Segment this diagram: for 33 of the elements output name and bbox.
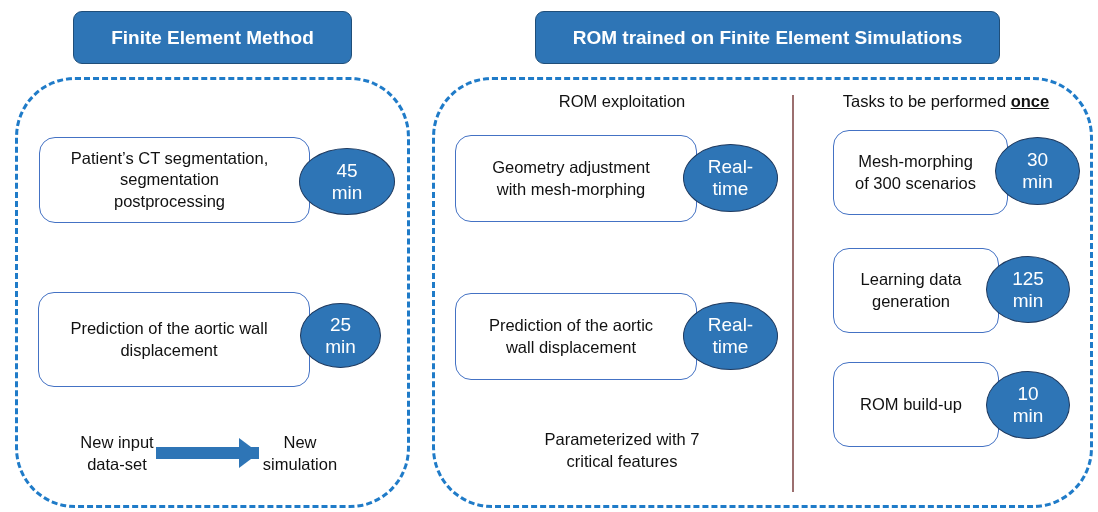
- dashed-panel: [15, 77, 410, 508]
- step-text: Prediction of the aortic wall displacement: [487, 315, 655, 358]
- step-text: Mesh-morphing of 300 scenarios: [853, 151, 978, 194]
- duration-text: 25 min: [324, 313, 357, 358]
- duration-text: Real-time: [706, 314, 755, 358]
- process-box: [833, 248, 999, 333]
- process-box: [455, 293, 697, 380]
- header-text: ROM trained on Finite Element Simulations: [572, 26, 963, 49]
- header-box: [535, 11, 1000, 64]
- column-heading: Tasks to be performed once: [841, 91, 1051, 112]
- block-arrow: [156, 438, 259, 468]
- process-box: [455, 135, 697, 222]
- step-text: Geometry adjustment with mesh-morphing: [491, 157, 651, 200]
- duration-text: Real-time: [706, 156, 755, 200]
- dashed-panel: [432, 77, 1093, 508]
- step-text: New input data-set: [79, 431, 155, 475]
- note-text: Parameterized with 7 critical features: [543, 429, 701, 473]
- header-text: Finite Element Method: [111, 26, 314, 49]
- step-text: Learning data generation: [859, 269, 963, 312]
- process-box: [833, 362, 999, 447]
- step-text: Patient’s CT segmentation, segmentation postprocessing: [69, 147, 270, 212]
- column-heading: ROM exploitation: [557, 91, 687, 112]
- step-text: ROM build-up: [860, 393, 962, 415]
- duration-text: 30 min: [1021, 149, 1054, 193]
- step-text: Prediction of the aortic wall displacement: [69, 318, 269, 361]
- process-box: [39, 137, 310, 223]
- step-text: New simulation: [261, 431, 339, 475]
- duration-text: 125 min: [1011, 267, 1045, 312]
- process-box: [38, 292, 310, 387]
- duration-text: 45 min: [330, 159, 364, 204]
- header-box: [73, 11, 352, 64]
- process-box: [833, 130, 1008, 215]
- duration-text: 10 min: [1011, 383, 1045, 427]
